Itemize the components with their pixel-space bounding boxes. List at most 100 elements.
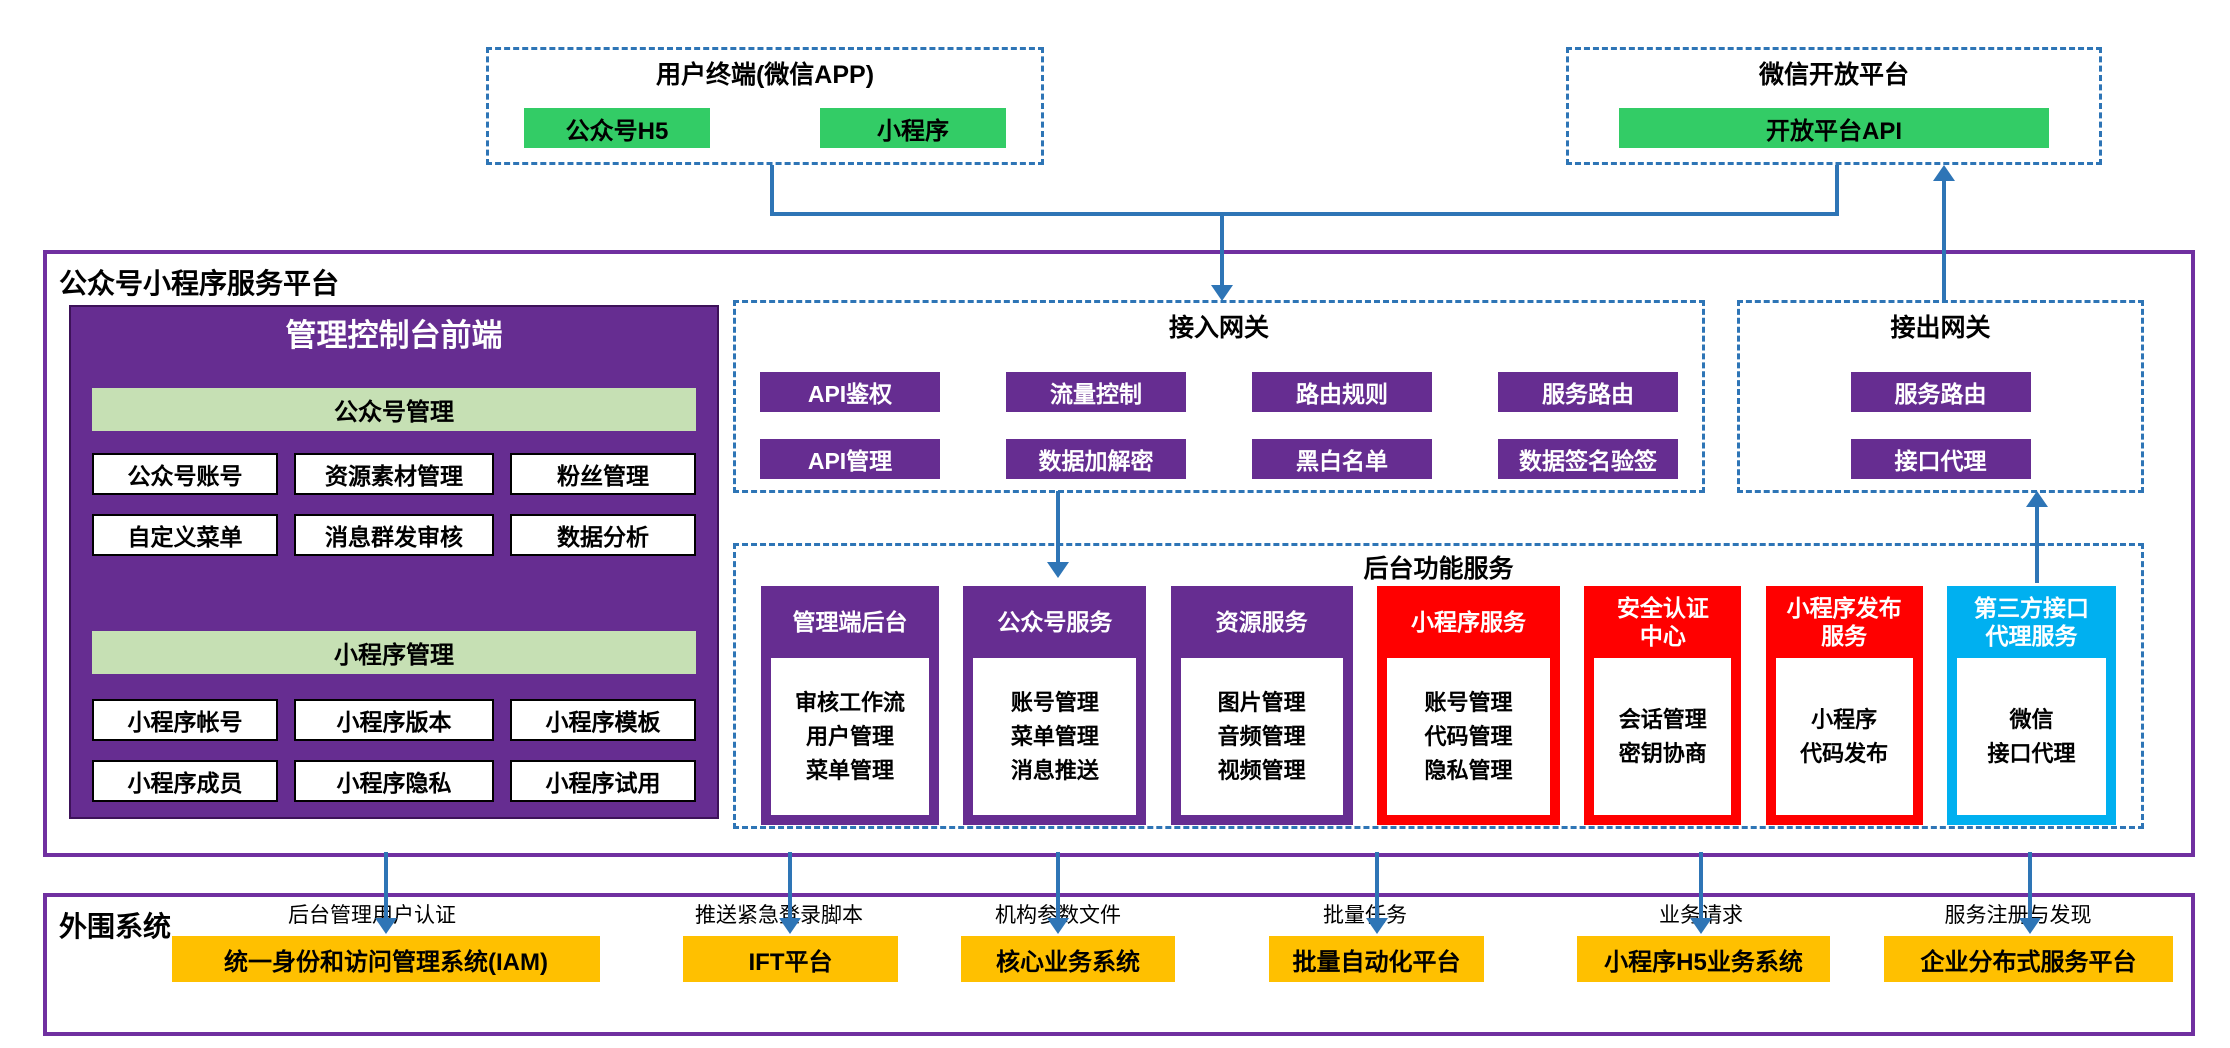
arrow-backend-to-egress xyxy=(2035,505,2039,583)
node-custom-menu: 自定义菜单 xyxy=(92,514,278,556)
module-title: 公众号服务 xyxy=(997,609,1113,635)
arrowhead-down-icon xyxy=(1690,918,1712,934)
node-resource-material-mgmt: 资源素材管理 xyxy=(294,453,494,495)
node-data-signature: 数据签名验签 xyxy=(1498,439,1678,479)
flow-label-ift: 推送紧急登录脚本 xyxy=(695,904,863,927)
module-item: 账号管理 xyxy=(1010,690,1099,715)
module-body: 微信 接口代理 xyxy=(1956,658,2106,815)
node-miniprogram-template: 小程序模板 xyxy=(510,699,696,741)
module-official-account-service: 公众号服务 账号管理 菜单管理 消息推送 xyxy=(963,586,1147,825)
module-body: 账号管理 菜单管理 消息推送 xyxy=(973,658,1137,815)
module-item: 账号管理 xyxy=(1424,690,1513,715)
console-title: 管理控制台前端 xyxy=(285,318,503,353)
access-gateway-box: 接入网关 API鉴权 流量控制 路由规则 服务路由 API管理 数据加解密 黑白… xyxy=(733,300,1705,493)
module-body: 图片管理 音频管理 视频管理 xyxy=(1180,658,1343,815)
module-item: 菜单管理 xyxy=(805,758,894,783)
backend-services-box: 后台功能服务 管理端后台 审核工作流 用户管理 菜单管理 公众号服务 账号管理 … xyxy=(733,543,2144,829)
module-item: 视频管理 xyxy=(1217,758,1306,783)
node-data-encryption: 数据加解密 xyxy=(1006,439,1186,479)
node-service-routing: 服务路由 xyxy=(1498,372,1678,412)
module-title: 小程序发布 服务 xyxy=(1786,595,1902,649)
node-miniprogram-account: 小程序帐号 xyxy=(92,699,278,741)
module-item: 消息推送 xyxy=(1010,758,1099,783)
arrowhead-down-icon xyxy=(375,918,397,934)
user-terminal-box: 用户终端(微信APP) 公众号H5 小程序 xyxy=(486,47,1044,165)
module-body: 审核工作流 用户管理 菜单管理 xyxy=(771,658,929,815)
module-body: 小程序 代码发布 xyxy=(1775,658,1913,815)
arrow-trunk-to-access-gateway xyxy=(1220,214,1224,286)
arrowhead-down-icon xyxy=(1211,285,1233,301)
module-item: 会话管理 xyxy=(1618,707,1707,732)
arrow-to-ift xyxy=(788,852,792,918)
module-item: 密钥协商 xyxy=(1618,741,1707,766)
arrowhead-down-icon xyxy=(2019,918,2041,934)
module-item: 代码发布 xyxy=(1800,741,1889,766)
module-title: 第三方接口 代理服务 xyxy=(1973,595,2089,649)
connector-trunk-horizontal xyxy=(770,212,1839,216)
arrow-to-batch-platform xyxy=(1375,852,1379,918)
flow-label-batch: 批量任务 xyxy=(1323,904,1407,927)
flow-label-registry: 服务注册与发现 xyxy=(1944,904,2092,927)
arrowhead-up-icon xyxy=(2026,491,2048,507)
system-batch-automation: 批量自动化平台 xyxy=(1269,936,1484,982)
arrowhead-down-icon xyxy=(1366,918,1388,934)
arrowhead-down-icon xyxy=(1047,562,1069,578)
module-item: 用户管理 xyxy=(805,724,894,749)
connector-open-platform-down xyxy=(1835,165,1839,216)
module-item: 接口代理 xyxy=(1987,741,2076,766)
module-admin-backend: 管理端后台 审核工作流 用户管理 菜单管理 xyxy=(761,586,939,825)
console-row: 小程序成员 小程序隐私 小程序试用 xyxy=(92,760,696,802)
node-mass-message-review: 消息群发审核 xyxy=(294,514,494,556)
node-miniprogram-privacy: 小程序隐私 xyxy=(294,760,494,802)
arrow-egress-to-open-platform xyxy=(1942,179,1946,300)
periphery-outline-box: 外围系统 xyxy=(43,893,2195,1036)
module-item: 代码管理 xyxy=(1424,724,1513,749)
module-item: 小程序 xyxy=(1811,707,1878,732)
console-row: 小程序帐号 小程序版本 小程序模板 xyxy=(92,699,696,741)
backend-services-columns: 管理端后台 审核工作流 用户管理 菜单管理 公众号服务 账号管理 菜单管理 消息… xyxy=(761,586,2116,825)
arrowhead-down-icon xyxy=(1047,918,1069,934)
node-miniprogram-member: 小程序成员 xyxy=(92,760,278,802)
node-black-white-list: 黑白名单 xyxy=(1252,439,1432,479)
node-egress-service-routing: 服务路由 xyxy=(1850,372,2031,412)
backend-services-title: 后台功能服务 xyxy=(1363,555,1514,583)
node-official-account-id: 公众号账号 xyxy=(92,453,278,495)
module-miniprogram-service: 小程序服务 账号管理 代码管理 隐私管理 xyxy=(1376,586,1560,825)
module-item: 审核工作流 xyxy=(794,690,905,715)
node-miniprogram-trial: 小程序试用 xyxy=(510,760,696,802)
module-item: 微信 xyxy=(2009,707,2054,732)
module-resource-service: 资源服务 图片管理 音频管理 视频管理 xyxy=(1170,586,1353,825)
arrowhead-up-icon xyxy=(1933,165,1955,181)
module-item: 音频管理 xyxy=(1217,724,1306,749)
node-miniprogram-version: 小程序版本 xyxy=(294,699,494,741)
module-item: 隐私管理 xyxy=(1424,758,1513,783)
flow-label-iam: 后台管理用户认证 xyxy=(288,904,456,927)
node-interface-proxy: 接口代理 xyxy=(1850,439,2031,479)
console-frontend-panel: 管理控制台前端 公众号管理 公众号账号 资源素材管理 粉丝管理 自定义菜单 消息… xyxy=(69,305,719,819)
module-body: 会话管理 密钥协商 xyxy=(1594,658,1732,815)
module-title: 资源服务 xyxy=(1215,609,1308,635)
system-core-business: 核心业务系统 xyxy=(961,936,1175,982)
node-routing-rules: 路由规则 xyxy=(1252,372,1432,412)
system-distributed-service: 企业分布式服务平台 xyxy=(1884,936,2173,982)
node-api-auth: API鉴权 xyxy=(760,372,940,412)
user-terminal-title: 用户终端(微信APP) xyxy=(655,61,875,89)
module-third-party-proxy-service: 第三方接口 代理服务 微信 接口代理 xyxy=(1946,586,2116,825)
arrow-to-core-business xyxy=(1056,852,1060,918)
periphery-title: 外围系统 xyxy=(59,911,172,942)
system-miniprogram-h5: 小程序H5业务系统 xyxy=(1577,936,1830,982)
node-mini-program: 小程序 xyxy=(820,108,1006,148)
module-body: 账号管理 代码管理 隐私管理 xyxy=(1386,658,1550,815)
system-iam: 统一身份和访问管理系统(IAM) xyxy=(172,936,600,982)
section-header-official-account: 公众号管理 xyxy=(92,388,696,431)
egress-gateway-box: 接出网关 服务路由 接口代理 xyxy=(1737,300,2144,493)
arrowhead-down-icon xyxy=(779,918,801,934)
console-row: 自定义菜单 消息群发审核 数据分析 xyxy=(92,514,696,556)
node-official-account-h5: 公众号H5 xyxy=(524,108,710,148)
module-item: 菜单管理 xyxy=(1010,724,1099,749)
node-data-analysis: 数据分析 xyxy=(510,514,696,556)
console-row: 公众号账号 资源素材管理 粉丝管理 xyxy=(92,453,696,495)
egress-gateway-title: 接出网关 xyxy=(1890,314,1991,342)
access-gateway-grid: API鉴权 流量控制 路由规则 服务路由 API管理 数据加解密 黑白名单 数据… xyxy=(760,372,1678,479)
